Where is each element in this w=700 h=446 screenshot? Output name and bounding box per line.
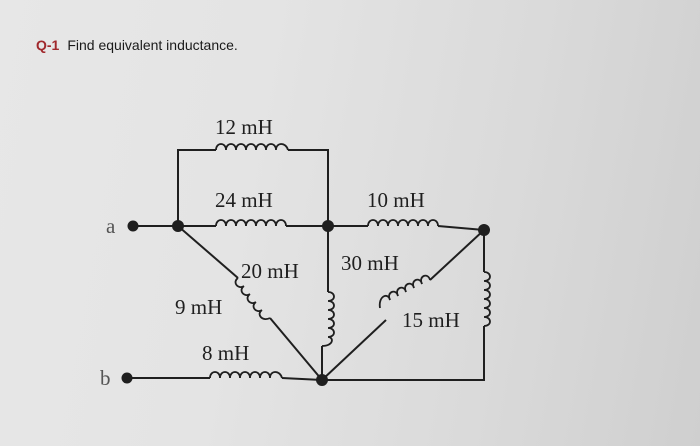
coil-8mh — [209, 371, 283, 379]
coil-15mh — [378, 274, 431, 309]
terminal-b-label: b — [100, 366, 111, 390]
label-15mh: 15 mH — [402, 308, 460, 332]
node-middle-top — [322, 220, 334, 232]
wire-12-right — [288, 149, 329, 226]
wire-9-lower — [269, 317, 323, 381]
label-12mh: 12 mH — [215, 115, 273, 139]
circuit-nodes — [121, 220, 490, 386]
node-right — [478, 224, 490, 236]
wire-10-right — [437, 225, 485, 231]
coil-30mh — [321, 291, 335, 347]
terminal-a-label: a — [106, 214, 116, 238]
question-number: Q-1 — [36, 37, 60, 53]
inductor-coils — [209, 143, 491, 379]
node-left — [172, 220, 184, 232]
wire-15-upper — [429, 229, 485, 281]
coil-right — [483, 271, 491, 327]
coil-24mh — [215, 219, 287, 227]
question-heading: Q-1 Find equivalent inductance. — [36, 37, 238, 53]
label-30mh: 30 mH — [341, 251, 399, 275]
label-24mh: 24 mH — [215, 188, 273, 212]
circuit-wires — [127, 149, 485, 381]
coil-10mh — [367, 219, 439, 227]
coil-12mh — [215, 143, 289, 151]
node-bottom — [316, 374, 328, 386]
coil-20mh — [234, 277, 271, 320]
terminal-b-dot — [121, 372, 133, 384]
terminal-a-dot — [127, 220, 139, 232]
label-9mh: 9 mH — [175, 295, 222, 319]
wire-8-right — [281, 377, 323, 381]
wire-12-left — [177, 149, 216, 226]
label-10mh: 10 mH — [367, 188, 425, 212]
label-8mh: 8 mH — [202, 341, 249, 365]
label-20mh: 20 mH — [241, 259, 299, 283]
wire-20-upper — [177, 225, 239, 279]
wire-15-lower — [321, 319, 387, 381]
wire-right-lower — [322, 326, 485, 381]
question-text: Find equivalent inductance. — [67, 37, 238, 53]
